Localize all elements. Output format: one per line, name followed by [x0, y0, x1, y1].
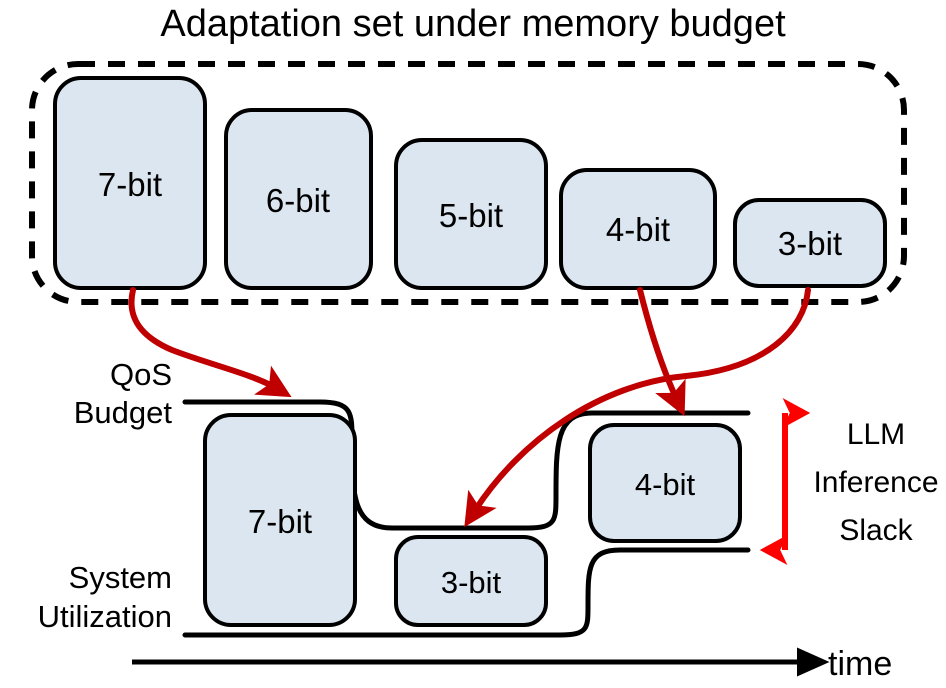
adaptation-box-7bit-label: 7-bit [98, 166, 162, 203]
timeline-box-7bit-label: 7-bit [248, 503, 312, 540]
system-utilization-curve [182, 547, 751, 638]
system-utilization-label-line1: System [69, 560, 172, 595]
slack-label-line1: LLM [847, 418, 905, 451]
arrow-4bit-to-timeline [637, 287, 686, 417]
arrow-3bit-to-timeline [464, 287, 811, 528]
timeline-box-3bit[interactable] [394, 535, 548, 627]
arrow-7bit-to-timeline [128, 287, 292, 398]
qos-budget-label-line1: QoS [110, 357, 172, 392]
adaptation-box-6bit[interactable] [224, 108, 373, 290]
timeline-box-4bit[interactable] [588, 423, 742, 543]
system-utilization-label-line2: Utilization [38, 599, 172, 634]
adaptation-box-3bit[interactable] [733, 198, 887, 288]
timeline-box-4bit-label: 4-bit [635, 467, 696, 502]
timeline-boxes: 7-bit 3-bit 4-bit [203, 413, 742, 627]
adaptation-box-5bit[interactable] [394, 138, 548, 290]
adaptation-set-container [29, 61, 907, 305]
slack-label-line3: Slack [839, 514, 913, 547]
adaptation-box-4bit-label: 4-bit [606, 211, 670, 248]
timeline-box-3bit-label: 3-bit [441, 565, 502, 600]
timeline-box-7bit[interactable] [203, 413, 357, 627]
adaptation-box-6bit-label: 6-bit [266, 182, 330, 219]
adaptation-box-7bit[interactable] [53, 76, 207, 290]
adaptation-box-5bit-label: 5-bit [439, 197, 503, 234]
slack-label-line2: Inference [813, 466, 938, 499]
adaptation-set-boxes: 7-bit 6-bit 5-bit 4-bit 3-bit [53, 76, 887, 290]
page-title: Adaptation set under memory budget [160, 3, 786, 45]
time-axis-label: time [828, 645, 892, 683]
qos-budget-curve [182, 399, 751, 531]
qos-budget-label-line2: Budget [74, 395, 173, 430]
adaptation-box-3bit-label: 3-bit [778, 225, 842, 262]
